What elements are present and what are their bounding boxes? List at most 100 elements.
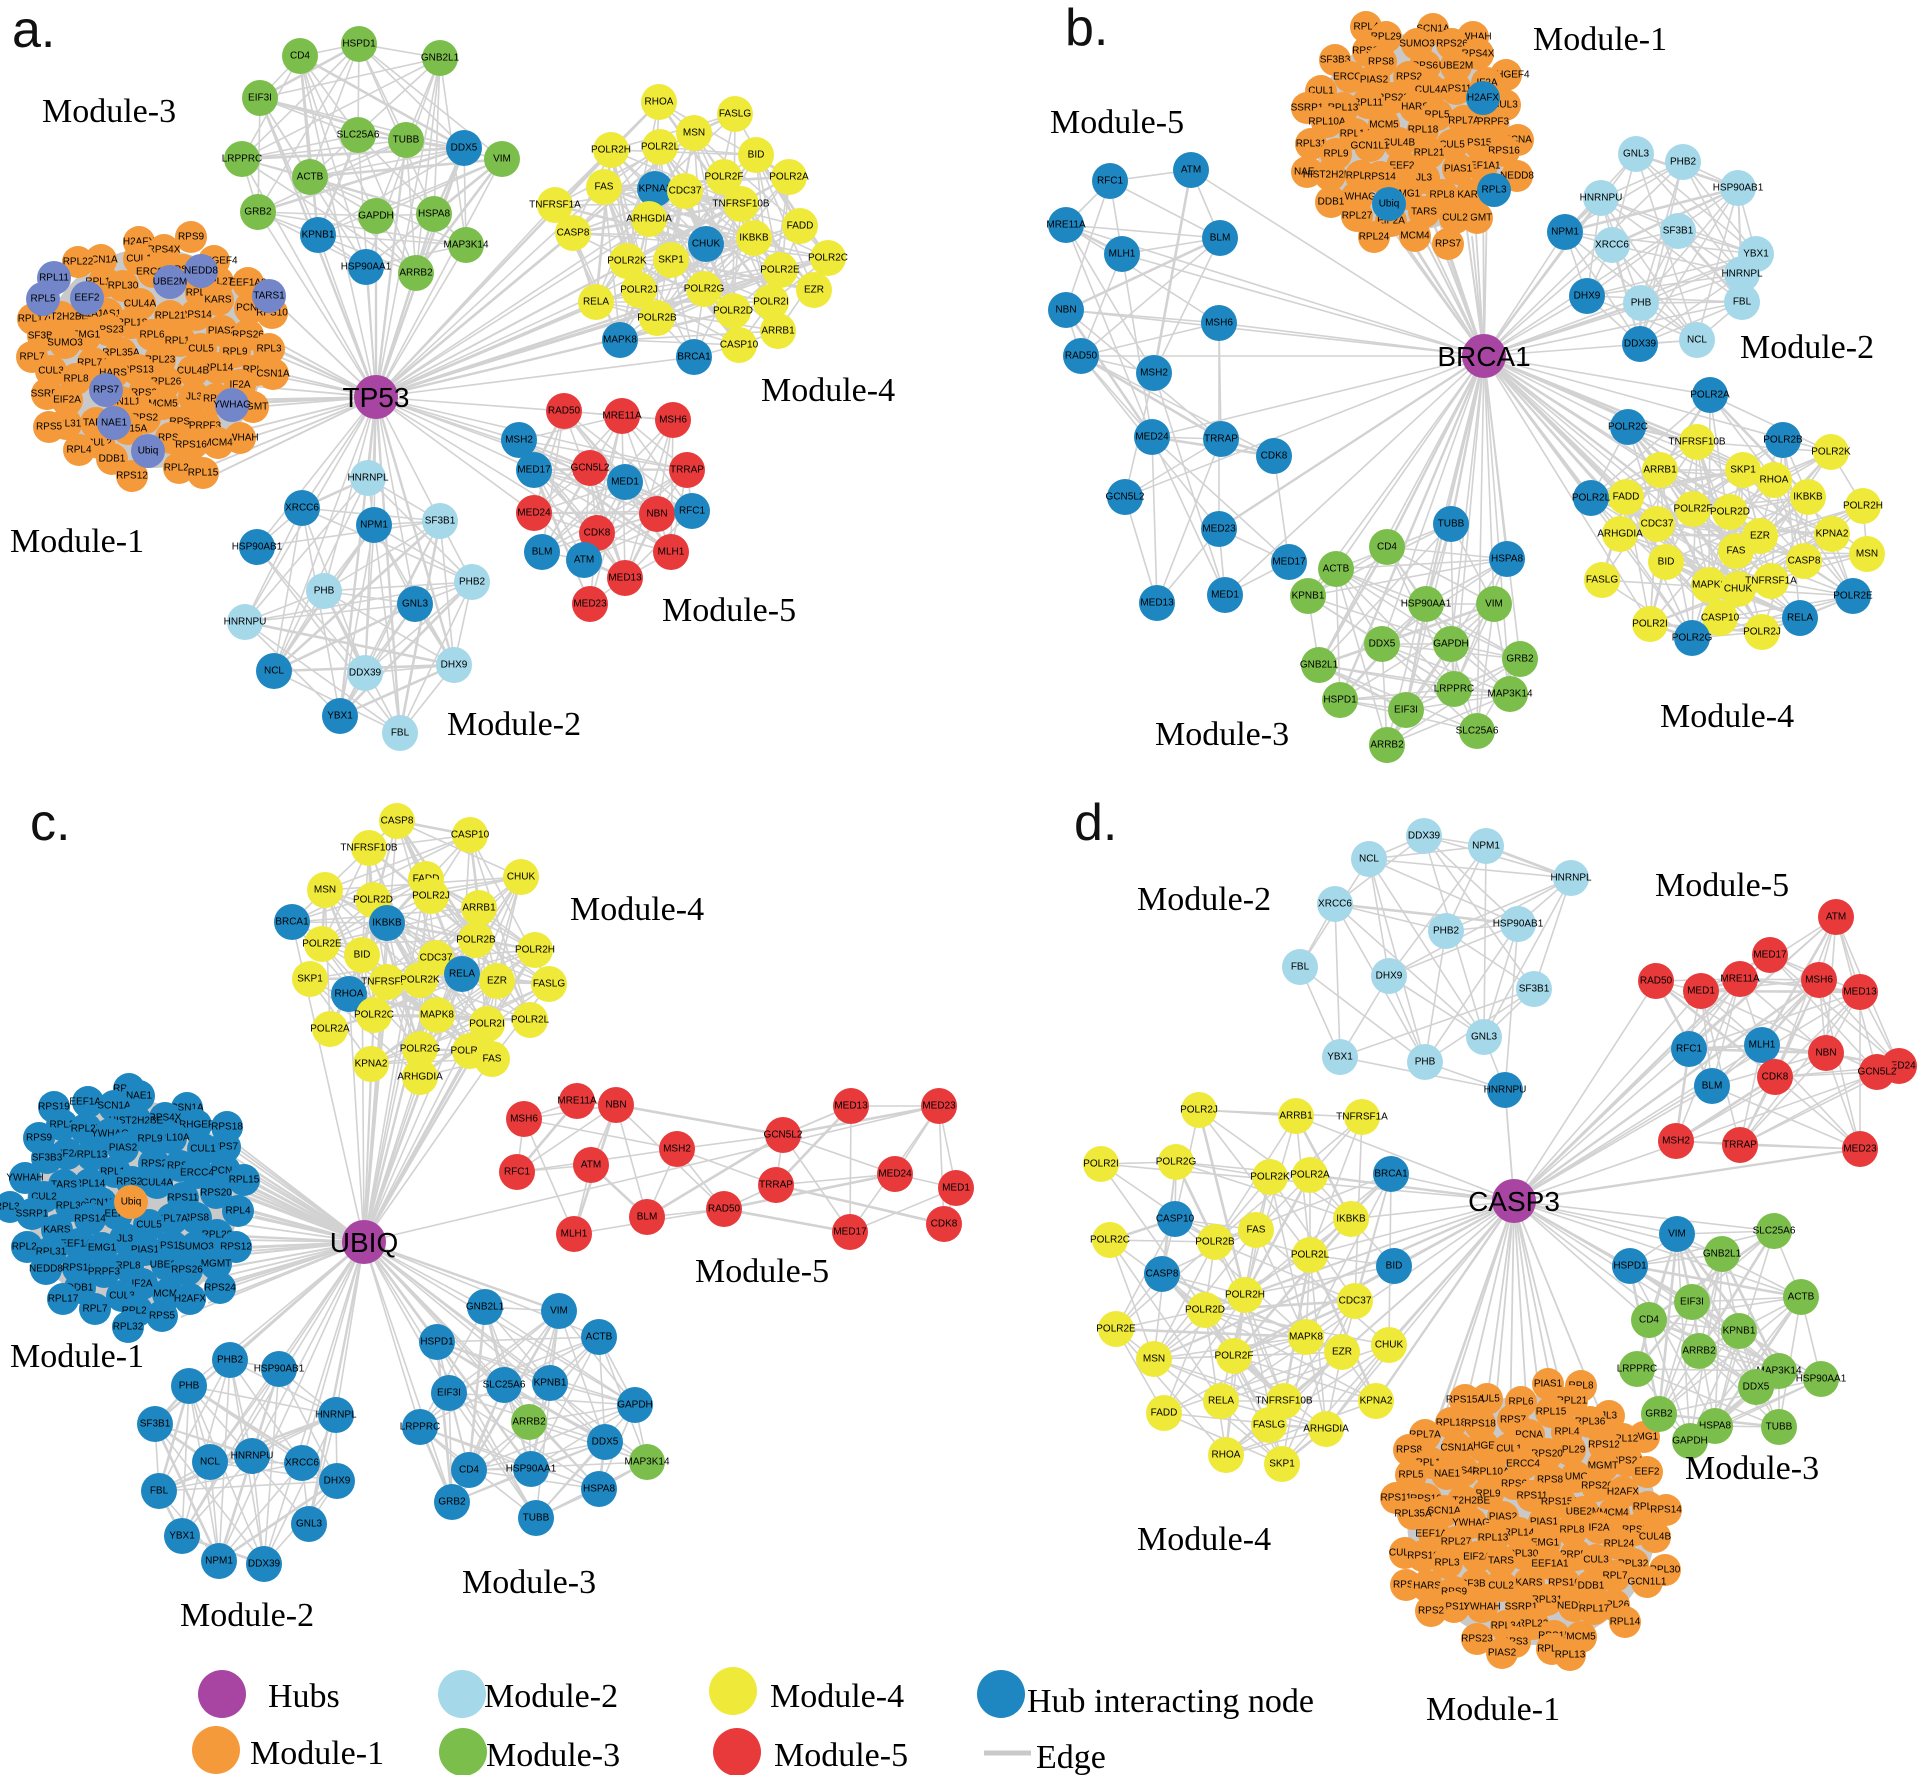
svg-text:ACTB: ACTB — [297, 172, 324, 183]
svg-text:RPS2: RPS2 — [141, 1159, 168, 1170]
svg-text:MAPK8: MAPK8 — [603, 335, 637, 346]
svg-text:RPL27: RPL27 — [1441, 1537, 1472, 1548]
svg-text:EZR: EZR — [1750, 531, 1770, 542]
svg-text:HNRNPU: HNRNPU — [1580, 193, 1623, 204]
svg-text:RFC1: RFC1 — [679, 506, 706, 517]
svg-text:SLC25A6: SLC25A6 — [1456, 726, 1499, 737]
svg-text:RPL4: RPL4 — [1353, 22, 1378, 33]
svg-text:RPS26: RPS26 — [1581, 1481, 1613, 1492]
svg-text:RPL5: RPL5 — [1424, 110, 1449, 121]
svg-text:RPL11: RPL11 — [100, 1167, 130, 1178]
svg-text:POLR2F: POLR2F — [451, 1046, 490, 1057]
svg-text:RPL31: RPL31 — [1296, 139, 1327, 150]
svg-text:RPS10: RPS10 — [1410, 1494, 1442, 1505]
svg-text:YWHAH: YWHAH — [1463, 1602, 1500, 1613]
svg-text:RPL14: RPL14 — [203, 363, 234, 374]
svg-text:RPL12: RPL12 — [165, 336, 196, 347]
svg-text:BID: BID — [354, 950, 371, 961]
svg-text:POLR2H: POLR2H — [515, 945, 555, 956]
svg-text:RPS4X: RPS4X — [1447, 1466, 1480, 1477]
svg-text:POLR2H: POLR2H — [591, 145, 631, 156]
svg-text:TNFRSF1A: TNFRSF1A — [1336, 1112, 1388, 1123]
svg-text:b.: b. — [1065, 0, 1108, 57]
svg-text:CUL4A: CUL4A — [124, 299, 157, 310]
svg-text:CDK8: CDK8 — [1261, 451, 1288, 462]
svg-text:POLR2L: POLR2L — [511, 1015, 550, 1026]
svg-text:Module-2: Module-2 — [484, 1678, 618, 1715]
svg-text:GCN1L1: GCN1L1 — [1628, 1577, 1667, 1588]
svg-text:Module-4: Module-4 — [570, 891, 704, 928]
svg-text:PCNA: PCNA — [236, 303, 264, 314]
svg-text:Edge: Edge — [1036, 1739, 1106, 1775]
svg-text:RPS15A: RPS15A — [1446, 1395, 1485, 1406]
svg-text:RPS6: RPS6 — [1412, 61, 1439, 72]
svg-text:RELA: RELA — [449, 969, 475, 980]
svg-text:CASP8: CASP8 — [1788, 556, 1821, 567]
svg-text:CD4: CD4 — [1377, 542, 1397, 553]
svg-text:IKBKB: IKBKB — [1336, 1214, 1366, 1225]
svg-text:RPL32: RPL32 — [113, 1322, 144, 1333]
svg-text:POLR2L: POLR2L — [641, 142, 680, 153]
svg-text:UBIQ: UBIQ — [330, 1227, 398, 1258]
svg-text:POLR2C: POLR2C — [808, 253, 848, 264]
svg-text:KPNA2: KPNA2 — [639, 184, 672, 195]
svg-text:RPS20: RPS20 — [167, 265, 199, 276]
svg-text:CASP10: CASP10 — [1156, 1214, 1195, 1225]
svg-text:DDX39: DDX39 — [349, 668, 382, 679]
svg-text:NPM1: NPM1 — [205, 1556, 233, 1567]
svg-text:RPS5: RPS5 — [1622, 1525, 1649, 1536]
svg-text:ARHGDIA: ARHGDIA — [1597, 529, 1643, 540]
svg-text:RPS18: RPS18 — [211, 1122, 243, 1133]
svg-text:MAPK8: MAPK8 — [1692, 580, 1726, 591]
svg-text:GNB2L1: GNB2L1 — [421, 53, 460, 64]
svg-text:EMG1: EMG1 — [1531, 1538, 1560, 1549]
svg-text:FASLG: FASLG — [533, 979, 565, 990]
svg-text:MSN: MSN — [1143, 1354, 1165, 1365]
svg-text:MLH1: MLH1 — [561, 1229, 588, 1240]
svg-text:CASP10: CASP10 — [720, 340, 759, 351]
svg-text:XRCC6: XRCC6 — [1595, 240, 1629, 251]
svg-text:NCL: NCL — [1359, 854, 1379, 865]
svg-text:RPL30: RPL30 — [1650, 1565, 1681, 1576]
svg-text:FASLG: FASLG — [1253, 1420, 1285, 1431]
svg-text:DDB1: DDB1 — [1318, 197, 1345, 208]
svg-text:NAE1: NAE1 — [1294, 167, 1321, 178]
svg-text:GCN1L1: GCN1L1 — [102, 397, 141, 408]
svg-text:RPS19: RPS19 — [38, 1102, 70, 1113]
svg-text:YWHAH: YWHAH — [221, 433, 258, 444]
svg-text:ARHGDIA: ARHGDIA — [397, 1072, 443, 1083]
svg-text:RPL7: RPL7 — [19, 352, 44, 363]
svg-text:EEF1A1: EEF1A1 — [60, 1239, 98, 1250]
svg-text:MRE11A: MRE11A — [1046, 220, 1086, 231]
svg-text:SUMO3: SUMO3 — [47, 338, 83, 349]
svg-text:FADD: FADD — [787, 221, 814, 232]
svg-text:GCN5L2: GCN5L2 — [1858, 1067, 1897, 1078]
svg-text:CDC37: CDC37 — [1339, 1296, 1372, 1307]
svg-text:HSPA8: HSPA8 — [418, 209, 450, 220]
svg-text:KARS: KARS — [204, 295, 232, 306]
svg-text:NBN: NBN — [1815, 1048, 1836, 1059]
svg-text:POLR2L: POLR2L — [1572, 493, 1611, 504]
svg-text:MED13: MED13 — [1140, 598, 1174, 609]
svg-text:RPL18: RPL18 — [1408, 125, 1439, 136]
svg-text:UBE2M: UBE2M — [153, 277, 187, 288]
svg-text:MAP3K14: MAP3K14 — [443, 240, 488, 251]
svg-text:RELA: RELA — [1208, 1396, 1234, 1407]
svg-text:CDK8: CDK8 — [931, 1219, 958, 1230]
svg-text:HSPA8: HSPA8 — [583, 1484, 615, 1495]
svg-text:ARRB2: ARRB2 — [399, 268, 433, 279]
svg-text:NCL: NCL — [1687, 335, 1707, 346]
svg-text:TARS: TARS — [83, 418, 109, 429]
svg-text:PHB: PHB — [179, 1381, 200, 1392]
svg-text:MLH1: MLH1 — [1109, 249, 1136, 260]
svg-text:TUBB: TUBB — [1766, 1422, 1793, 1433]
svg-text:RPL4: RPL4 — [225, 1206, 250, 1217]
svg-text:ERCC4: ERCC4 — [1333, 72, 1367, 83]
svg-text:RPL17: RPL17 — [18, 314, 49, 325]
svg-text:ARRB2: ARRB2 — [512, 1417, 546, 1428]
svg-text:RPS9: RPS9 — [26, 1133, 53, 1144]
svg-text:RPS16: RPS16 — [1488, 146, 1520, 157]
svg-text:EEF2: EEF2 — [1389, 161, 1414, 172]
svg-text:HSP90AA1: HSP90AA1 — [341, 262, 392, 273]
svg-text:MGMT: MGMT — [238, 402, 269, 413]
